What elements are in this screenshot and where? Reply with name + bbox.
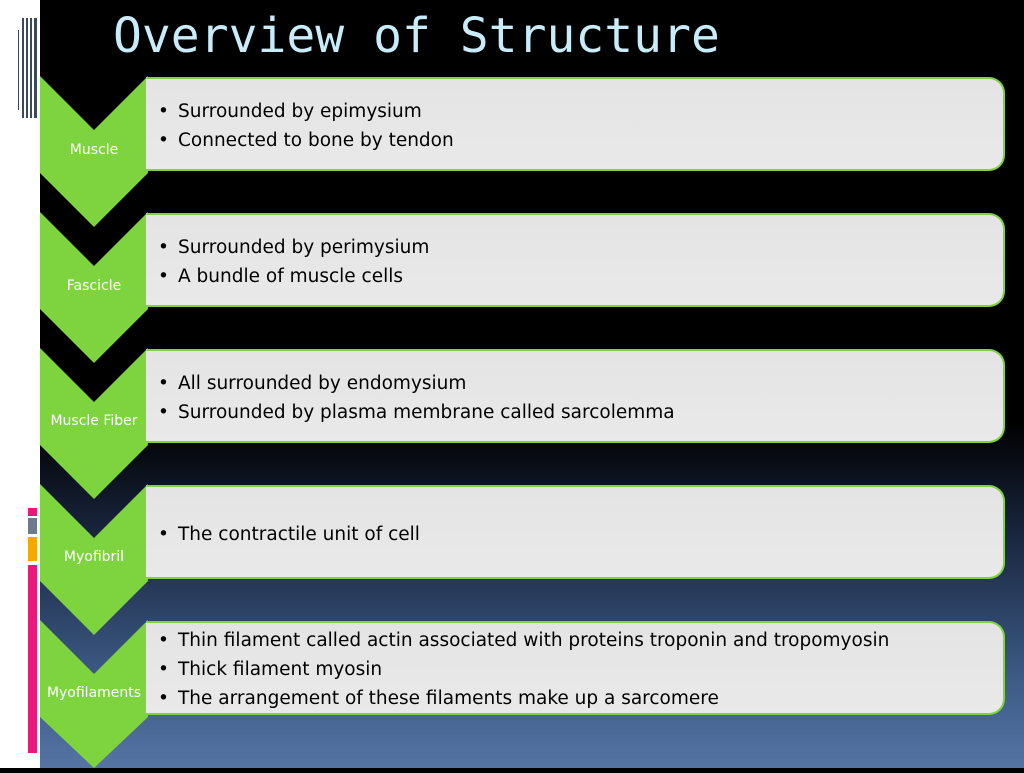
- detail-box-fascicle: •Surrounded by perimysium •A bundle of m…: [146, 213, 1005, 307]
- chevron-myofibril: [40, 484, 148, 635]
- level-label-muscle-fiber: Muscle Fiber: [50, 413, 138, 429]
- bullet-list: •All surrounded by endomysium •Surrounde…: [158, 369, 1003, 427]
- bullet-list: •Thin filament called actin associated w…: [158, 626, 1003, 713]
- window-pattern-decoration: [18, 18, 37, 118]
- deco-bar-pink-long: [28, 565, 37, 753]
- chevron-myofilaments: [40, 620, 148, 768]
- bullet-item: •The contractile unit of cell: [158, 524, 420, 545]
- detail-box-muscle-fiber: •All surrounded by endomysium •Surrounde…: [146, 349, 1005, 443]
- detail-box-myofibril: •The contractile unit of cell: [146, 485, 1005, 579]
- bullet-item: •Surrounded by perimysium: [158, 237, 430, 258]
- bullet-item: •Surrounded by plasma membrane called sa…: [158, 402, 675, 423]
- deco-bar-pink-top: [28, 508, 37, 516]
- deco-bar-orange: [28, 537, 37, 561]
- bullet-item: •Connected to bone by tendon: [158, 130, 454, 151]
- detail-box-muscle: •Surrounded by epimysium •Connected to b…: [146, 77, 1005, 171]
- bullet-item: •Thick filament myosin: [158, 659, 383, 680]
- level-label-fascicle: Fascicle: [66, 278, 122, 294]
- deco-bar-gray: [28, 518, 37, 534]
- chevron-muscle-fiber: [40, 348, 148, 499]
- level-label-myofilaments: Myofilaments: [46, 685, 142, 701]
- chevron-fascicle: [40, 212, 148, 363]
- level-label-myofibril: Myofibril: [63, 549, 125, 565]
- bullet-list: •Surrounded by epimysium •Connected to b…: [158, 97, 1003, 155]
- chevron-muscle: [40, 76, 148, 227]
- bullet-list: •The contractile unit of cell: [158, 520, 1003, 549]
- level-label-muscle: Muscle: [69, 142, 119, 158]
- bullet-item: •A bundle of muscle cells: [158, 266, 404, 287]
- bullet-item: •Surrounded by epimysium: [158, 101, 422, 122]
- bullet-list: •Surrounded by perimysium •A bundle of m…: [158, 233, 1003, 291]
- detail-box-myofilaments: •Thin filament called actin associated w…: [146, 621, 1005, 715]
- bullet-item: •The arrangement of these filaments make…: [158, 688, 719, 709]
- slide-title: Overview of Structure: [113, 8, 720, 64]
- bullet-item: •Thin filament called actin associated w…: [158, 630, 890, 651]
- chevron-column: [40, 76, 148, 768]
- bullet-item: •All surrounded by endomysium: [158, 373, 467, 394]
